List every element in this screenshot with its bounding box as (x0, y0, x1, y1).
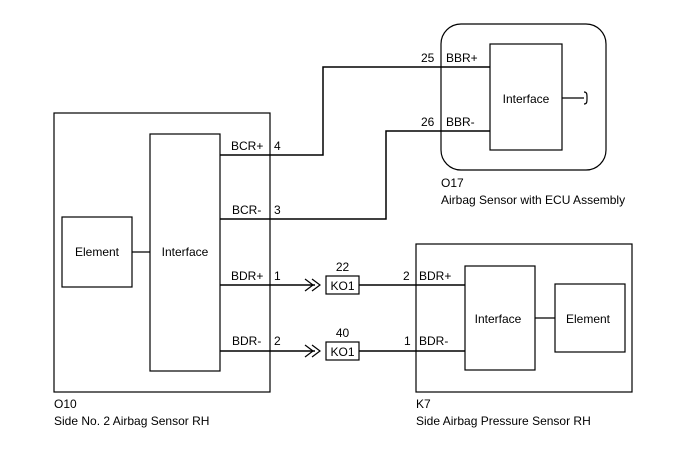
o10-name: Side No. 2 Airbag Sensor RH (54, 414, 209, 428)
o10-pin-signal-bdr-plus: BDR+ (231, 269, 263, 283)
o17-pin-number-25: 25 (421, 51, 435, 65)
k7-interface-label: Interface (475, 312, 522, 326)
o17-pin-signal-bbr-plus: BBR+ (446, 51, 478, 65)
o10-pin-number-2: 2 (274, 334, 281, 348)
o10-interface-box (149, 133, 221, 372)
o10-element-label: Element (75, 245, 120, 259)
o17-name: Airbag Sensor with ECU Assembly (441, 193, 625, 207)
o10-pin-signal-bcr-plus: BCR+ (231, 139, 263, 153)
o17-interface-label: Interface (503, 92, 550, 106)
connector-arrow-icon (304, 344, 321, 358)
o10-pin-number-4: 4 (274, 139, 281, 153)
k7-pin-signal-bdr-plus: BDR+ (419, 269, 451, 283)
k7-interface-box (464, 265, 536, 371)
k7-name: Side Airbag Pressure Sensor RH (416, 414, 591, 428)
o10-pin-signal-bdr-minus: BDR- (232, 334, 261, 348)
connector-ko1-40-label: KO1 (330, 345, 354, 359)
o17-pin-signal-bbr-minus: BBR- (446, 115, 475, 129)
o10-pin-number-3: 3 (274, 203, 281, 217)
k7-pin-number-2: 2 (403, 269, 410, 283)
o17-interface-box (489, 43, 563, 151)
connector-arrow-icon (304, 278, 321, 292)
o17-code: O17 (441, 176, 464, 190)
o10-code: O10 (54, 397, 77, 411)
connector-ko1-22-label: KO1 (330, 279, 354, 293)
o17-ground-symbol (562, 91, 588, 105)
k7-pin-signal-bdr-minus: BDR- (419, 334, 448, 348)
o10-interface-label: Interface (162, 245, 209, 259)
k7-element-label: Element (566, 312, 611, 326)
k7-element-box (554, 283, 626, 353)
wire-bcr-plus-to-bbr-plus (220, 66, 490, 156)
connector-ko1-22-pin: 22 (336, 260, 350, 274)
connector-ko1-40-pin: 40 (336, 326, 350, 340)
k7-pin-number-1: 1 (404, 334, 411, 348)
o10-element-box (61, 216, 133, 288)
o10-pin-number-1: 1 (274, 269, 281, 283)
wire-bcr-minus-to-bbr-minus (220, 130, 490, 220)
k7-code: K7 (416, 397, 431, 411)
o10-pin-signal-bcr-minus: BCR- (232, 203, 261, 217)
o17-pin-number-26: 26 (421, 115, 435, 129)
